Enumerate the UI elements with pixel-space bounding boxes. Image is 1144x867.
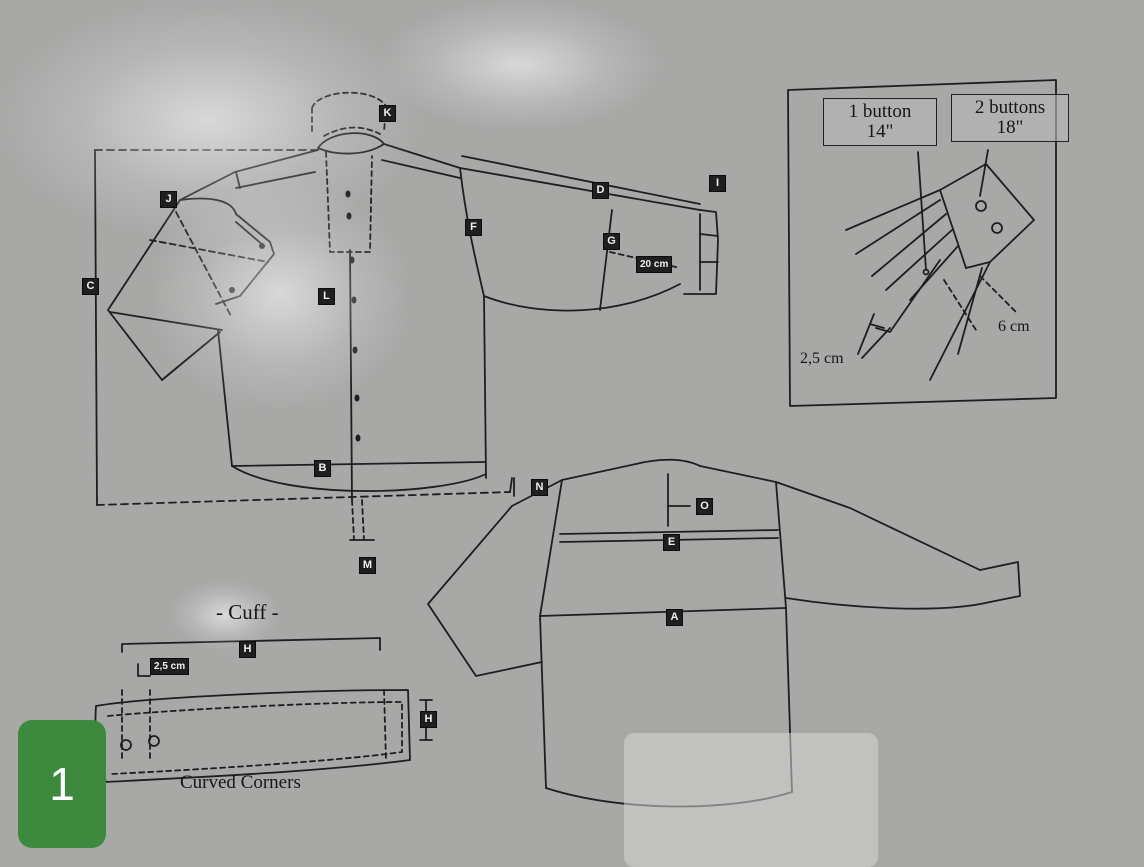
label-h-side: H	[420, 711, 437, 728]
label-o: O	[696, 498, 713, 515]
label-a: A	[666, 609, 683, 626]
label-l: L	[318, 288, 335, 305]
label-b: B	[314, 460, 331, 477]
two-buttons-text: 2 buttons	[974, 97, 1046, 118]
two-buttons-label: 2 buttons 18"	[951, 94, 1069, 142]
dimension-2-5cm-cuff: 2,5 cm	[150, 658, 190, 675]
one-button-text: 1 button	[848, 101, 912, 122]
sticker	[624, 733, 878, 867]
label-d: D	[592, 182, 609, 199]
two-buttons-size: 18"	[996, 117, 1024, 138]
dimension-20cm: 20 cm	[636, 256, 673, 273]
label-e: E	[663, 534, 680, 551]
label-g: G	[603, 233, 620, 250]
label-h-top: H	[239, 641, 256, 658]
label-i-top: I	[709, 175, 726, 192]
image-number: 1	[49, 758, 75, 810]
one-button-label: 1 button 14"	[823, 98, 937, 146]
one-button-size: 14"	[866, 121, 894, 142]
label-j: J	[160, 191, 177, 208]
label-f: F	[465, 219, 482, 236]
label-c: C	[82, 278, 99, 295]
dimension-6cm: 6 cm	[998, 318, 1030, 335]
label-m: M	[359, 557, 376, 574]
cuff-title: - Cuff -	[216, 600, 279, 624]
image-number-badge: 1	[18, 720, 106, 848]
dimension-2-5cm-callout: 2,5 cm	[800, 350, 844, 367]
cuff-caption: Curved Corners	[180, 772, 301, 793]
label-k: K	[379, 105, 396, 122]
label-n: N	[531, 479, 548, 496]
cuff-detail-callout	[787, 79, 1057, 407]
